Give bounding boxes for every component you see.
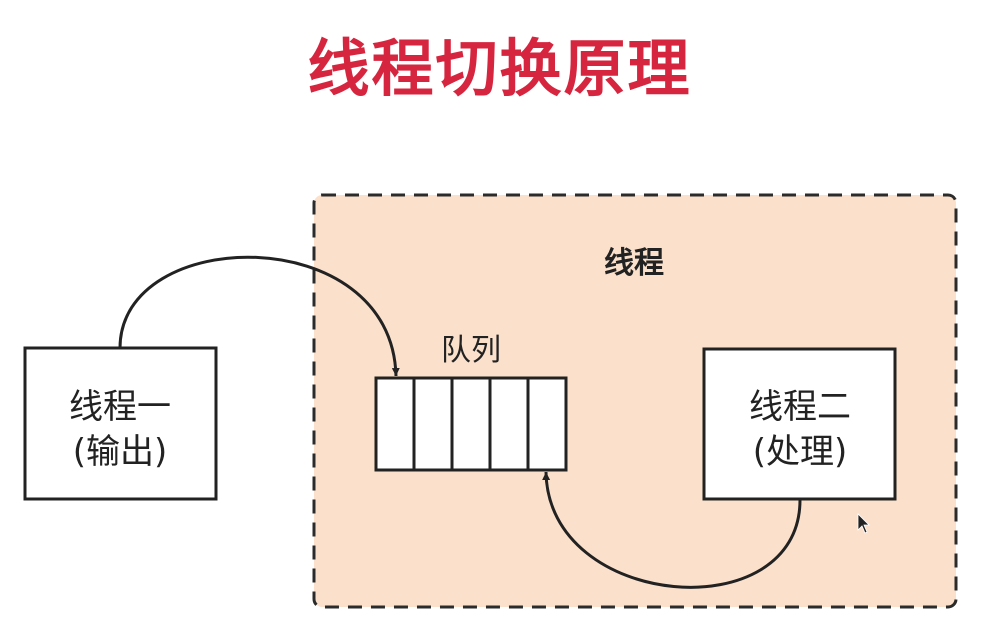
thread-two-box (702, 347, 897, 501)
queue-box (374, 376, 568, 472)
thread-one-label: 线程一 (69, 387, 171, 427)
arrow-thread-one-to-queue (118, 255, 400, 377)
thread-container-label: 线程 (604, 246, 664, 281)
thread-two-sublabel: (处理) (753, 432, 848, 472)
thread-one-sublabel: (输出) (73, 432, 168, 472)
thread-two-label: 线程二 (749, 387, 851, 427)
mouse-pointer-icon (857, 513, 870, 534)
page-title: 线程切换原理 (307, 32, 692, 105)
thread-container (312, 193, 958, 609)
queue-label: 队列 (441, 333, 501, 368)
arrow-thread-two-to-queue (542, 471, 802, 589)
